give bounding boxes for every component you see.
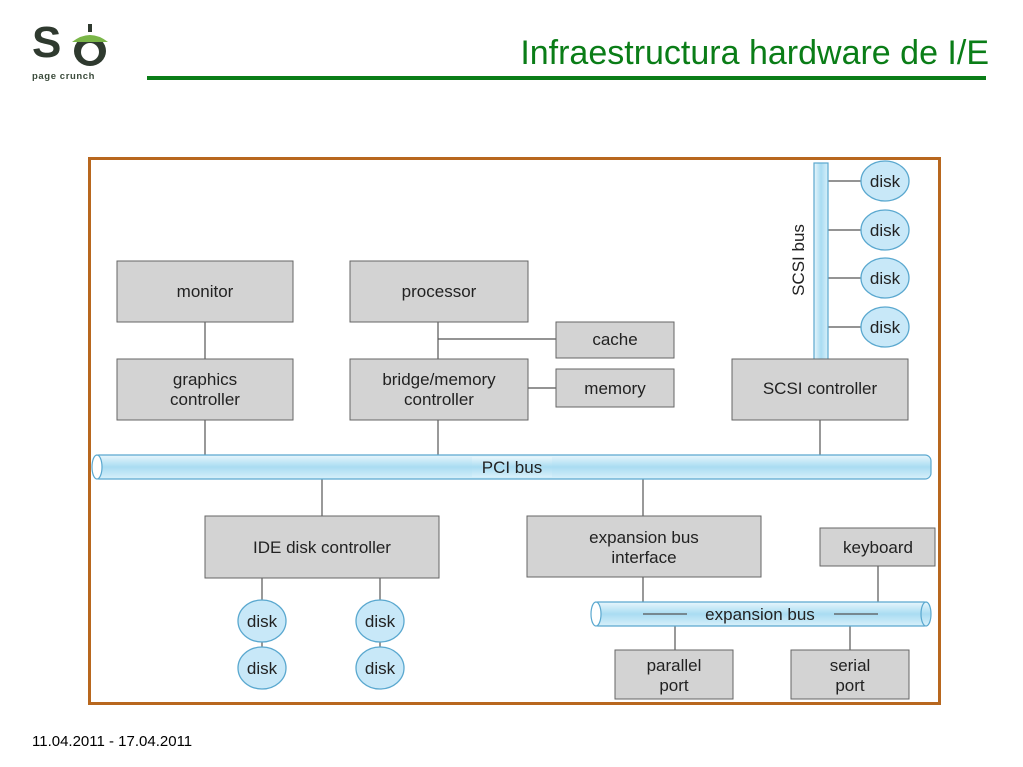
title-underline bbox=[147, 76, 986, 80]
expansion-interface-label-line2: interface bbox=[611, 548, 676, 567]
pci-bus: PCI bus bbox=[91, 454, 932, 480]
ide-disk-3 bbox=[355, 599, 405, 643]
bridge-label-line2: controller bbox=[404, 390, 474, 409]
processor-box bbox=[349, 260, 529, 323]
ide-controller-label: IDE disk controller bbox=[253, 538, 391, 557]
bridge-memory-controller-box bbox=[349, 358, 529, 421]
serial-port-box bbox=[790, 649, 910, 700]
keyboard-box bbox=[819, 527, 936, 567]
graphics-label-line1: graphics bbox=[173, 370, 237, 389]
ide-disk-3-label: disk bbox=[365, 612, 396, 631]
memory-label: memory bbox=[584, 379, 646, 398]
scsi-disk-3 bbox=[860, 257, 910, 299]
ide-disk-4 bbox=[355, 646, 405, 690]
expansion-bus: expansion bus bbox=[590, 601, 932, 627]
pci-bus-label: PCI bus bbox=[482, 458, 542, 477]
processor-label: processor bbox=[402, 282, 477, 301]
monitor-box bbox=[116, 260, 294, 323]
scsi-disk-2 bbox=[860, 209, 910, 251]
memory-box bbox=[555, 368, 675, 408]
scsi-disk-1 bbox=[860, 160, 910, 202]
parallel-port-label-line1: parallel bbox=[647, 656, 702, 675]
monitor-label: monitor bbox=[177, 282, 234, 301]
scsi-disk-3-label: disk bbox=[870, 269, 901, 288]
logo: S page crunch bbox=[26, 16, 126, 86]
cache-label: cache bbox=[592, 330, 637, 349]
graphics-label-line2: controller bbox=[170, 390, 240, 409]
diagram-frame bbox=[88, 157, 941, 705]
serial-port-label-line1: serial bbox=[830, 656, 871, 675]
expansion-bus-interface-box bbox=[526, 515, 762, 578]
scsi-bus: SCSI bus bbox=[789, 162, 829, 361]
keyboard-label: keyboard bbox=[843, 538, 913, 557]
logo-tagline: page crunch bbox=[32, 71, 96, 82]
date-range: 11.04.2011 - 17.04.2011 bbox=[32, 733, 193, 750]
ide-disk-1-label: disk bbox=[247, 612, 278, 631]
scsi-bus-label: SCSI bus bbox=[789, 224, 808, 296]
expansion-bus-label: expansion bus bbox=[705, 605, 815, 624]
scsi-disk-4 bbox=[860, 306, 910, 348]
scsi-disk-1-label: disk bbox=[870, 172, 901, 191]
scsi-controller-label: SCSI controller bbox=[763, 379, 878, 398]
ide-disk-2 bbox=[237, 646, 287, 690]
ide-disk-controller-box bbox=[204, 515, 440, 579]
scsi-disk-4-label: disk bbox=[870, 318, 901, 337]
cache-box bbox=[555, 321, 675, 359]
ide-disk-2-label: disk bbox=[247, 659, 278, 678]
bridge-label-line1: bridge/memory bbox=[382, 370, 496, 389]
logo-mark: S bbox=[32, 18, 62, 67]
scsi-disk-2-label: disk bbox=[870, 221, 901, 240]
ide-disk-4-label: disk bbox=[365, 659, 396, 678]
parallel-port-label-line2: port bbox=[659, 676, 689, 695]
scsi-controller-box bbox=[731, 358, 909, 421]
serial-port-label-line2: port bbox=[835, 676, 865, 695]
parallel-port-box bbox=[614, 649, 734, 700]
graphics-controller-box bbox=[116, 358, 294, 421]
ide-disk-1 bbox=[237, 599, 287, 643]
expansion-interface-label-line1: expansion bus bbox=[589, 528, 699, 547]
slide-title: Infraestructura hardware de I/E bbox=[520, 34, 989, 72]
